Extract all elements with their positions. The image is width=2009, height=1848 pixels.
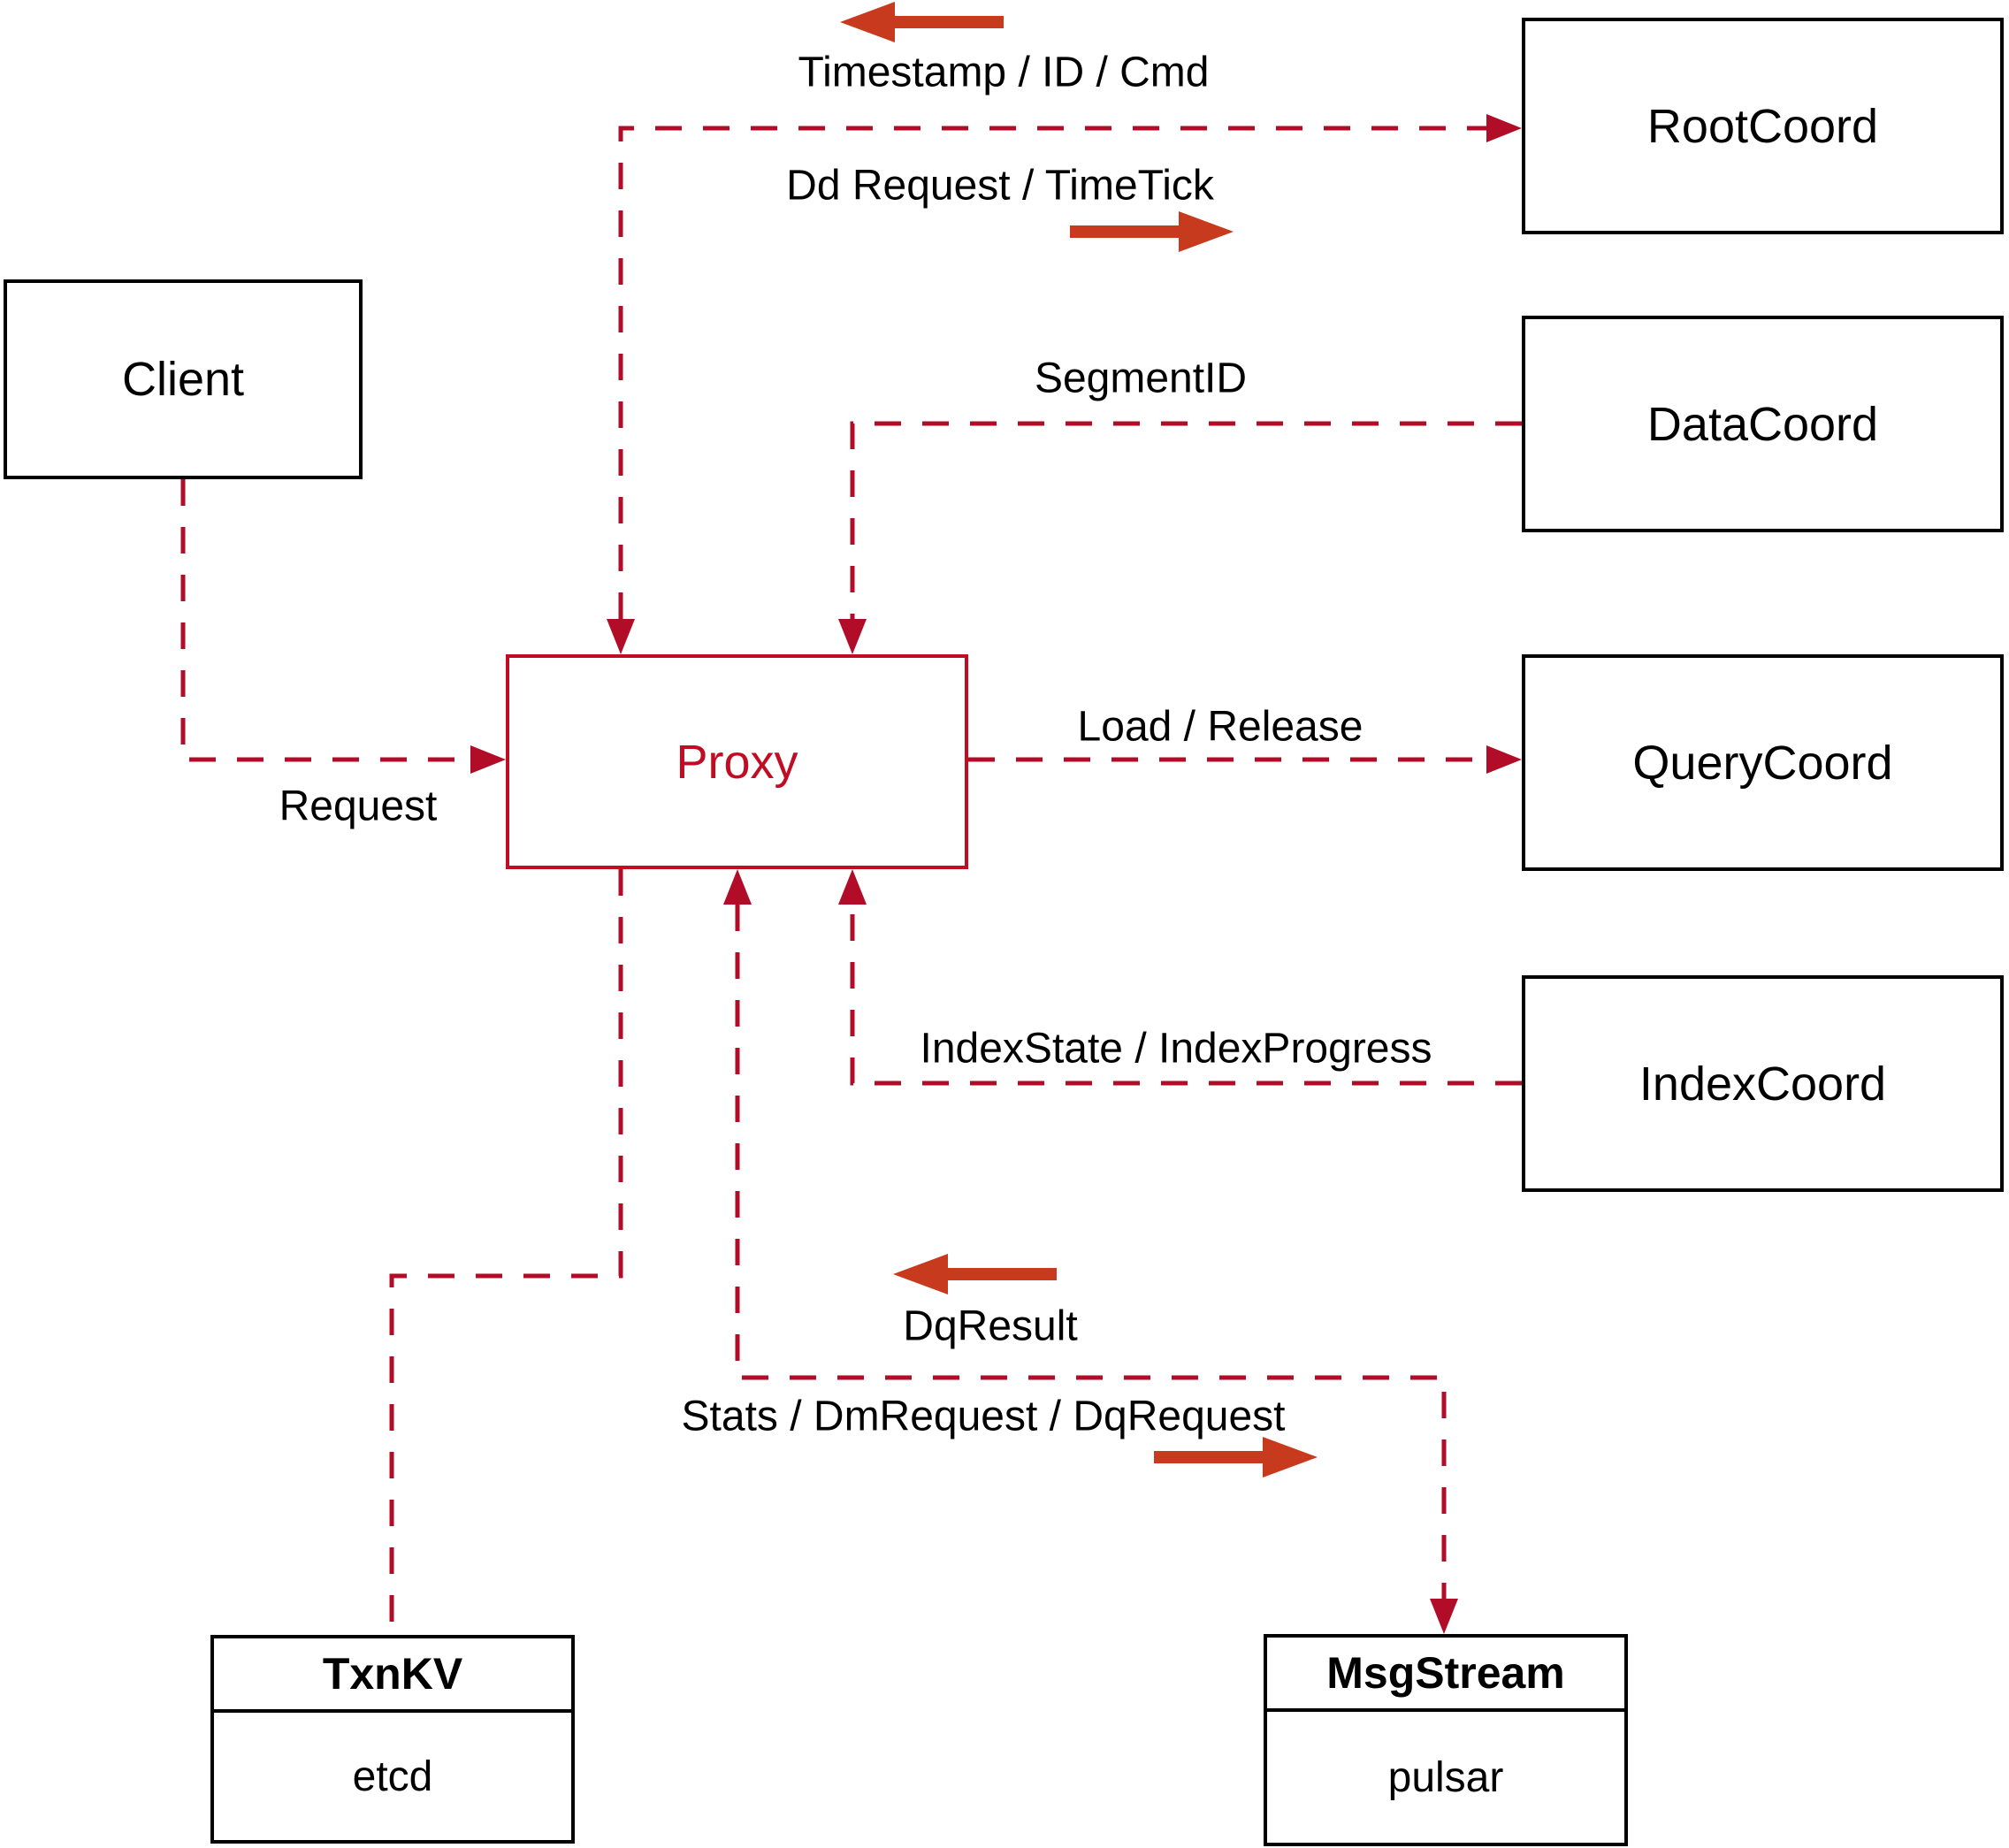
arrowhead-into-querycoord — [1486, 745, 1522, 774]
edge-label-stats-dmrequest-dqrequest: Stats / DmRequest / DqRequest — [681, 1393, 1286, 1440]
arrowhead-into-proxy-top-right — [838, 619, 867, 654]
node-client-label: Client — [121, 353, 245, 406]
edge-label-timestamp-id-cmd: Timestamp / ID / Cmd — [798, 49, 1210, 96]
direction-arrow-left-dqresult — [893, 1254, 1057, 1294]
node-rootcoord-label: RootCoord — [1646, 99, 1879, 153]
node-txnkv: TxnKV etcd — [210, 1635, 575, 1844]
edge-label-dqresult: DqResult — [903, 1302, 1078, 1350]
arrowhead-into-proxy-bottom-left — [723, 869, 752, 905]
node-rootcoord: RootCoord — [1522, 18, 2004, 234]
node-datacoord: DataCoord — [1522, 316, 2004, 532]
node-indexcoord-label: IndexCoord — [1639, 1057, 1887, 1111]
edge-label-request: Request — [279, 783, 438, 830]
node-msgstream-title: MsgStream — [1267, 1638, 1624, 1712]
node-proxy: Proxy — [506, 654, 968, 869]
node-querycoord-label: QueryCoord — [1632, 736, 1893, 790]
direction-arrow-right-stats — [1154, 1437, 1318, 1478]
edge-proxy-msgstream — [735, 905, 1447, 1599]
node-msgstream: MsgStream pulsar — [1264, 1634, 1628, 1846]
node-indexcoord: IndexCoord — [1522, 975, 2004, 1192]
edge-label-indexstate-indexprogress: IndexState / IndexProgress — [920, 1025, 1432, 1073]
arrowhead-into-proxy-bottom-right — [838, 869, 867, 905]
edge-client-proxy — [180, 479, 470, 762]
edge-indexcoord-proxy — [850, 905, 1522, 1086]
arrowhead-into-msgstream — [1430, 1599, 1458, 1634]
node-proxy-label: Proxy — [676, 735, 798, 789]
node-txnkv-title: TxnKV — [214, 1638, 571, 1713]
edge-label-load-release: Load / Release — [1077, 703, 1364, 751]
node-querycoord: QueryCoord — [1522, 654, 2004, 871]
node-datacoord-label: DataCoord — [1646, 397, 1879, 451]
direction-arrow-right-ddrequest — [1070, 211, 1234, 252]
direction-arrow-left-timestamp — [840, 2, 1004, 42]
node-txnkv-implementation: etcd — [352, 1753, 433, 1800]
arrowhead-into-rootcoord — [1486, 114, 1522, 142]
edge-proxy-rootcoord — [618, 126, 1486, 619]
arrowhead-into-proxy-top-left — [607, 619, 635, 654]
edge-label-dd-request-timetick: Dd Request / TimeTick — [786, 162, 1214, 210]
node-msgstream-implementation: pulsar — [1387, 1753, 1504, 1801]
node-client: Client — [4, 279, 363, 479]
edge-datacoord-proxy — [850, 421, 1522, 619]
arrowhead-into-proxy-left — [470, 745, 506, 774]
edge-label-segmentid: SegmentID — [1034, 355, 1248, 402]
edge-proxy-txnkv — [389, 869, 623, 1635]
